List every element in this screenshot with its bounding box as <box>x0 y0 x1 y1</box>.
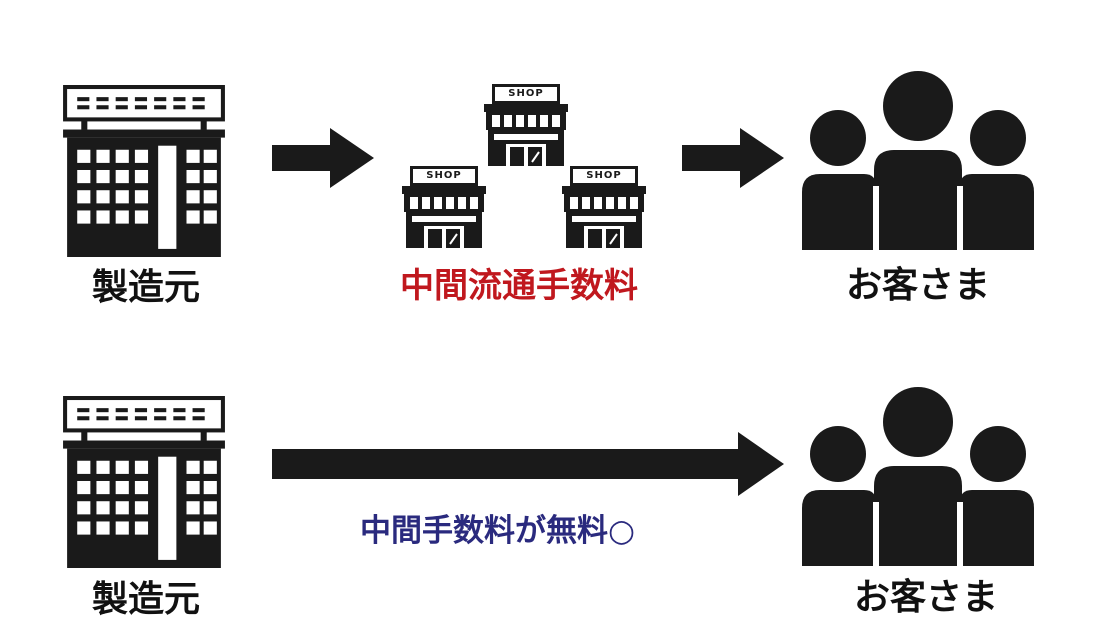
shop-sign: SHOP <box>426 170 462 181</box>
factory-building-icon <box>63 85 225 257</box>
free-fee-label: 中間手数料が無料○ <box>360 513 636 549</box>
shop-sign: SHOP <box>586 170 622 181</box>
shop-sign: SHOP <box>508 88 544 99</box>
shop-store-icon: SHOP <box>402 166 486 248</box>
customer-label: お客さま <box>846 264 991 306</box>
people-group-icon <box>802 70 1034 250</box>
factory-building-icon <box>63 396 225 568</box>
people-group-icon <box>802 386 1034 566</box>
shop-store-icon: SHOP <box>484 84 568 166</box>
right-arrow-icon <box>272 128 374 188</box>
manufacturer-label: 製造元 <box>92 266 201 308</box>
right-arrow-icon <box>682 128 784 188</box>
shop-store-icon: SHOP <box>562 166 646 248</box>
right-arrow-icon <box>272 432 784 496</box>
manufacturer-label: 製造元 <box>92 578 201 620</box>
distribution-fee-label: 中間流通手数料 <box>400 266 638 306</box>
customer-label: お客さま <box>854 576 999 618</box>
